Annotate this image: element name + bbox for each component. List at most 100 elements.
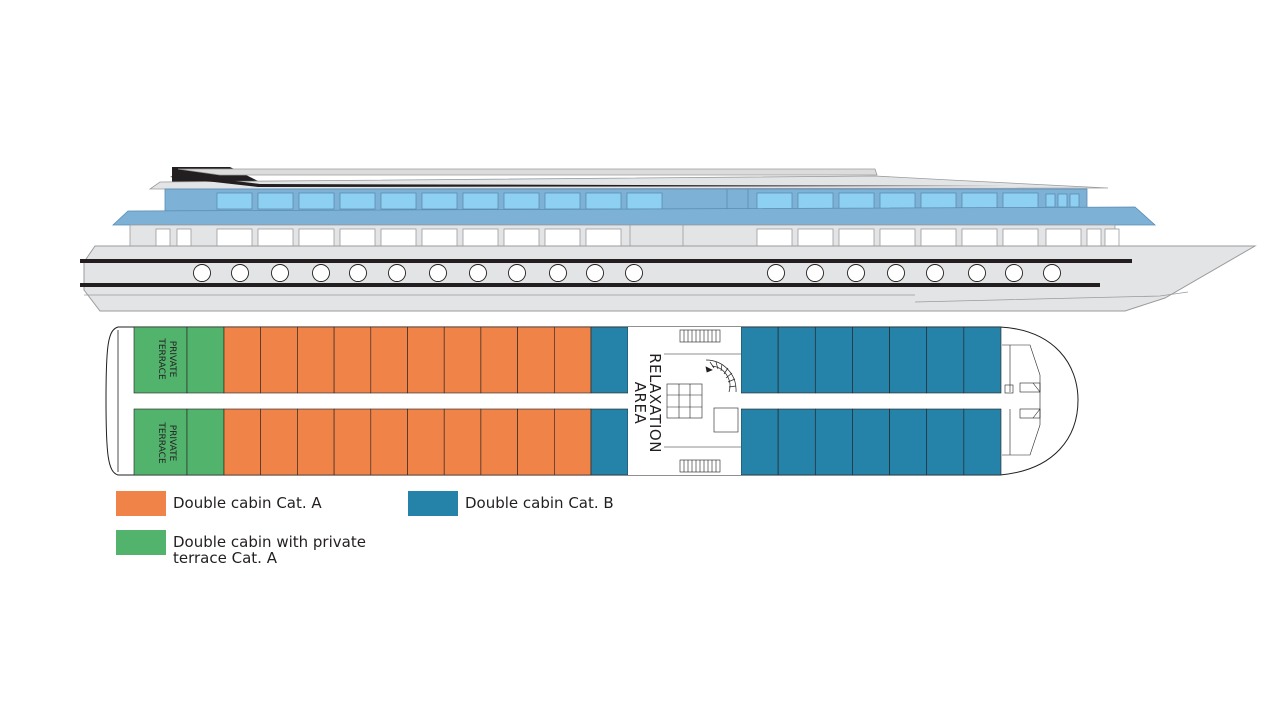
cat-a-cabin xyxy=(333,326,372,394)
middle-window-small xyxy=(1104,228,1120,247)
middle-window xyxy=(380,228,417,247)
hull-bow-line xyxy=(914,291,1189,303)
cat-b-cabin xyxy=(590,408,629,476)
terrace-cabins xyxy=(133,326,225,476)
upper-window xyxy=(838,192,875,210)
cat-a-cabin xyxy=(443,326,482,394)
cat-a-cabin xyxy=(443,408,482,476)
porthole xyxy=(349,264,367,282)
middle-window xyxy=(503,228,540,247)
upper-window xyxy=(626,192,663,210)
hull xyxy=(83,245,1257,312)
upper-windows xyxy=(216,189,1080,211)
porthole xyxy=(312,264,330,282)
cat-b-cabin xyxy=(852,326,890,394)
legend-label-cat-b: Double cabin Cat. B xyxy=(465,494,614,512)
upper-window-small xyxy=(1069,193,1080,208)
porthole xyxy=(926,264,944,282)
upper-window xyxy=(756,192,793,210)
cat-a-cabin xyxy=(517,408,555,476)
sun-deck-rail xyxy=(177,168,878,176)
cat-b-cabin xyxy=(740,408,779,476)
ship-side-profile xyxy=(80,167,1257,312)
cat-b-cabin xyxy=(963,326,1002,394)
deck-corridor xyxy=(134,392,1002,409)
porthole xyxy=(388,264,406,282)
upper-window xyxy=(961,192,998,210)
middle-window xyxy=(585,228,622,247)
middle-window xyxy=(838,228,875,247)
cat-a-cabin xyxy=(407,408,445,476)
middle-window xyxy=(961,228,998,247)
cat-a-cabin xyxy=(260,326,298,394)
cat-a-cabin xyxy=(480,326,518,394)
cat-b-cabin xyxy=(590,326,629,394)
terrace-cabin xyxy=(186,408,225,476)
relaxation-area: RELAXATION AREA xyxy=(628,327,741,475)
cat-a-cabin xyxy=(370,408,408,476)
stairs-top xyxy=(664,329,741,355)
cat-a-cabin xyxy=(517,326,555,394)
middle-deck-cap xyxy=(111,206,1157,226)
legend-item-cat-b: Double cabin Cat. B xyxy=(408,491,614,516)
porthole xyxy=(271,264,289,282)
upper-window xyxy=(298,192,335,210)
middle-window-small xyxy=(1086,228,1102,247)
elevator-grid xyxy=(666,383,739,433)
upper-window-small xyxy=(1057,193,1068,208)
upper-window xyxy=(1002,192,1039,210)
upper-window xyxy=(544,192,581,210)
porthole xyxy=(968,264,986,282)
hull-stripe-bottom xyxy=(80,283,1100,287)
cat-b-cabin xyxy=(889,326,928,394)
middle-window xyxy=(920,228,957,247)
porthole xyxy=(508,264,526,282)
hull-stripe-top xyxy=(80,259,1132,263)
legend-swatch-cat-b xyxy=(408,491,458,516)
upper-window xyxy=(257,192,294,210)
middle-window xyxy=(298,228,335,247)
stairs-bottom xyxy=(664,446,741,473)
upper-window xyxy=(879,192,916,210)
cat-a-cabin xyxy=(260,408,298,476)
porthole xyxy=(625,264,643,282)
cat-b-cabin xyxy=(814,408,853,476)
legend-item-cat-a: Double cabin Cat. A xyxy=(116,491,322,516)
middle-window xyxy=(544,228,581,247)
terrace-label-top-2: TERRACE xyxy=(156,337,166,380)
bow-lounge xyxy=(1002,344,1041,456)
relaxation-label-1: RELAXATION xyxy=(646,353,664,453)
upper-deck-stripe xyxy=(170,174,1010,187)
middle-window xyxy=(1002,228,1039,247)
middle-window xyxy=(339,228,376,247)
spiral-stair xyxy=(705,359,737,393)
cat-a-cabin xyxy=(553,408,592,476)
porthole xyxy=(887,264,905,282)
cat-a-cabin xyxy=(297,326,335,394)
cat-a-cabin xyxy=(553,326,592,394)
cat-a-cabin xyxy=(370,326,408,394)
cat-b-cabin xyxy=(740,326,779,394)
cat-b-cabin xyxy=(963,408,1002,476)
terrace-cabin xyxy=(133,408,188,476)
porthole xyxy=(586,264,604,282)
porthole xyxy=(549,264,567,282)
upper-window xyxy=(421,192,458,210)
middle-window xyxy=(462,228,499,247)
legend-item-terrace: Double cabin with private terrace Cat. A xyxy=(116,530,423,566)
relaxation-label-2: AREA xyxy=(631,382,649,425)
upper-window xyxy=(462,192,499,210)
cat-a-cabin xyxy=(333,408,372,476)
upper-window xyxy=(920,192,957,210)
legend-swatch-cat-a xyxy=(116,491,166,516)
porthole xyxy=(767,264,785,282)
middle-window xyxy=(216,228,253,247)
portholes xyxy=(193,264,1061,282)
deck-plan: PRIVATE TERRACE PRIVATE TERRACE RELAXATI… xyxy=(105,326,1079,476)
terrace-label-bottom-1: PRIVATE xyxy=(167,425,177,462)
cat-b-cabin xyxy=(926,326,965,394)
middle-window xyxy=(756,228,793,247)
cat-b-cabin xyxy=(852,408,890,476)
porthole xyxy=(193,264,211,282)
